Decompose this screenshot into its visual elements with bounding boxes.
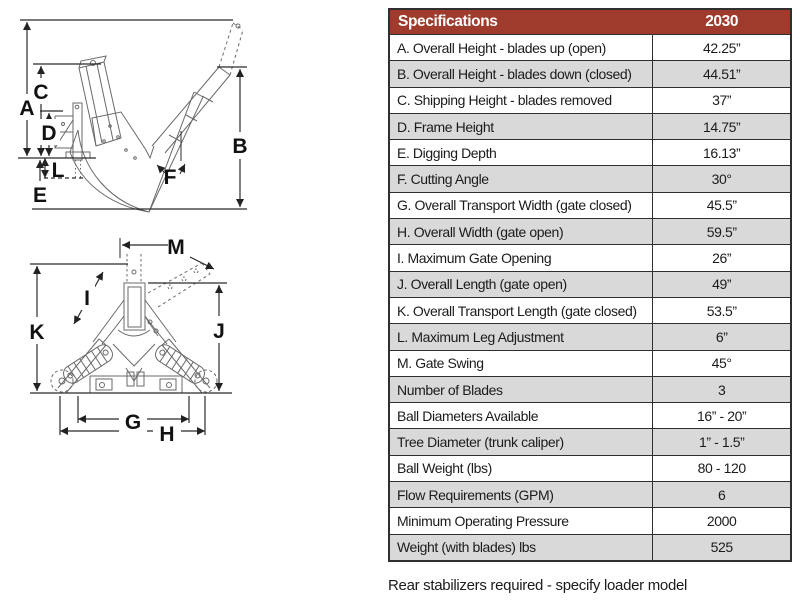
spec-value: 525 bbox=[710, 539, 734, 556]
table-row: G. Overall Transport Width (gate closed)… bbox=[390, 192, 790, 220]
table-header-row: Specifications 2030 bbox=[390, 10, 790, 35]
spec-value: 6 bbox=[653, 482, 790, 509]
table-row: K. Overall Transport Length (gate closed… bbox=[390, 297, 790, 325]
dim-label-d: D bbox=[41, 122, 56, 145]
spec-label: Number of Blades bbox=[390, 376, 654, 404]
dim-label-g: G bbox=[125, 411, 141, 434]
dim-label-m: M bbox=[167, 236, 185, 259]
spec-label: M. Gate Swing bbox=[390, 350, 654, 377]
spec-value: 45° bbox=[653, 351, 790, 377]
table-row: Tree Diameter (trunk caliper)1” - 1.5” bbox=[390, 429, 790, 456]
spec-label: Flow Requirements (GPM) bbox=[390, 482, 654, 509]
front-view-diagram: K J I G H M bbox=[24, 236, 232, 447]
dim-label-k: K bbox=[29, 321, 44, 344]
side-view-machine-art bbox=[54, 22, 244, 213]
dim-label-b: B bbox=[232, 135, 247, 158]
dim-label-i: I bbox=[84, 287, 90, 310]
spec-label: K. Overall Transport Length (gate closed… bbox=[390, 297, 654, 325]
spec-value: 53.5” bbox=[653, 298, 790, 325]
side-view-label-backplates bbox=[16, 78, 252, 207]
spec-label: F. Cutting Angle bbox=[390, 166, 654, 193]
dim-label-a: A bbox=[19, 97, 34, 120]
spec-label: L. Maximum Leg Adjustment bbox=[390, 324, 654, 351]
spec-label: H. Overall Width (gate open) bbox=[390, 219, 654, 246]
side-view-diagram: A C D L E B F bbox=[16, 19, 252, 213]
spec-label: Ball Diameters Available bbox=[390, 403, 654, 430]
table-row: J. Overall Length (gate open)49” bbox=[390, 271, 790, 298]
spec-value: 30° bbox=[653, 166, 790, 193]
table-row: Weight (with blades) lbs 525 bbox=[390, 534, 790, 560]
spec-label: Ball Weight (lbs) bbox=[390, 455, 654, 483]
spec-value: 1” - 1.5” bbox=[653, 429, 790, 456]
dimension-diagrams: A C D L E B F bbox=[16, 19, 252, 447]
spec-label: J. Overall Length (gate open) bbox=[390, 271, 654, 298]
spec-value: 6” bbox=[653, 324, 790, 351]
spec-value: 16.13” bbox=[653, 140, 790, 167]
spec-label: D. Frame Height bbox=[390, 113, 654, 141]
spec-label: C. Shipping Height - blades removed bbox=[390, 87, 654, 114]
spec-value: 37” bbox=[653, 88, 790, 114]
spec-value: 49” bbox=[653, 272, 790, 298]
spec-label: I. Maximum Gate Opening bbox=[390, 245, 654, 272]
front-view-machine-art bbox=[50, 254, 218, 394]
spec-panel: Specifications 2030 A. Overall Height - … bbox=[388, 8, 792, 594]
spec-label: Minimum Operating Pressure bbox=[390, 508, 654, 535]
spec-value: 3 bbox=[653, 377, 790, 404]
model-number: 2030 bbox=[653, 10, 790, 35]
spec-label: Weight (with blades) lbs bbox=[390, 534, 654, 560]
spec-value: 2000 bbox=[653, 508, 790, 535]
spec-value: 59.5” bbox=[653, 219, 790, 246]
spec-label: G. Overall Transport Width (gate closed) bbox=[390, 192, 654, 220]
footnote: Rear stabilizers required - specify load… bbox=[388, 576, 688, 594]
spec-label: B. Overall Height - blades down (closed) bbox=[390, 61, 654, 88]
dim-label-f: F bbox=[164, 166, 177, 189]
dim-label-l: L bbox=[52, 159, 65, 182]
table-row: B. Overall Height - blades down (closed)… bbox=[390, 61, 790, 88]
spec-value: 26” bbox=[653, 245, 790, 272]
front-view-dimension-lines bbox=[30, 238, 232, 435]
dim-label-e: E bbox=[33, 184, 47, 207]
side-view-dimension-lines bbox=[18, 19, 247, 210]
dim-label-j: J bbox=[213, 320, 225, 343]
table-row: Ball Weight (lbs)80 - 120 bbox=[390, 455, 790, 483]
dim-label-c: C bbox=[33, 81, 48, 104]
spec-value: 80 - 120 bbox=[653, 456, 790, 483]
spec-value: 14.75” bbox=[653, 114, 790, 141]
spec-value: 16” - 20” bbox=[653, 403, 790, 430]
dim-label-h: H bbox=[159, 423, 174, 446]
table-title: Specifications bbox=[390, 10, 654, 35]
table-row: Flow Requirements (GPM)6 bbox=[390, 482, 790, 509]
specifications-table: Specifications 2030 A. Overall Height - … bbox=[388, 8, 792, 562]
spec-label: E. Digging Depth bbox=[390, 140, 654, 167]
spec-value: 42.25” bbox=[653, 35, 790, 62]
table-row: H. Overall Width (gate open)59.5” bbox=[390, 219, 790, 246]
table-row: A. Overall Height - blades up (open)42.2… bbox=[390, 35, 790, 62]
front-view-label-backplates bbox=[24, 285, 230, 447]
spec-value: 44.51” bbox=[653, 61, 790, 88]
spec-label: Tree Diameter (trunk caliper) bbox=[390, 429, 654, 456]
spec-label: A. Overall Height - blades up (open) bbox=[390, 35, 654, 62]
spec-value: 45.5” bbox=[653, 193, 790, 220]
